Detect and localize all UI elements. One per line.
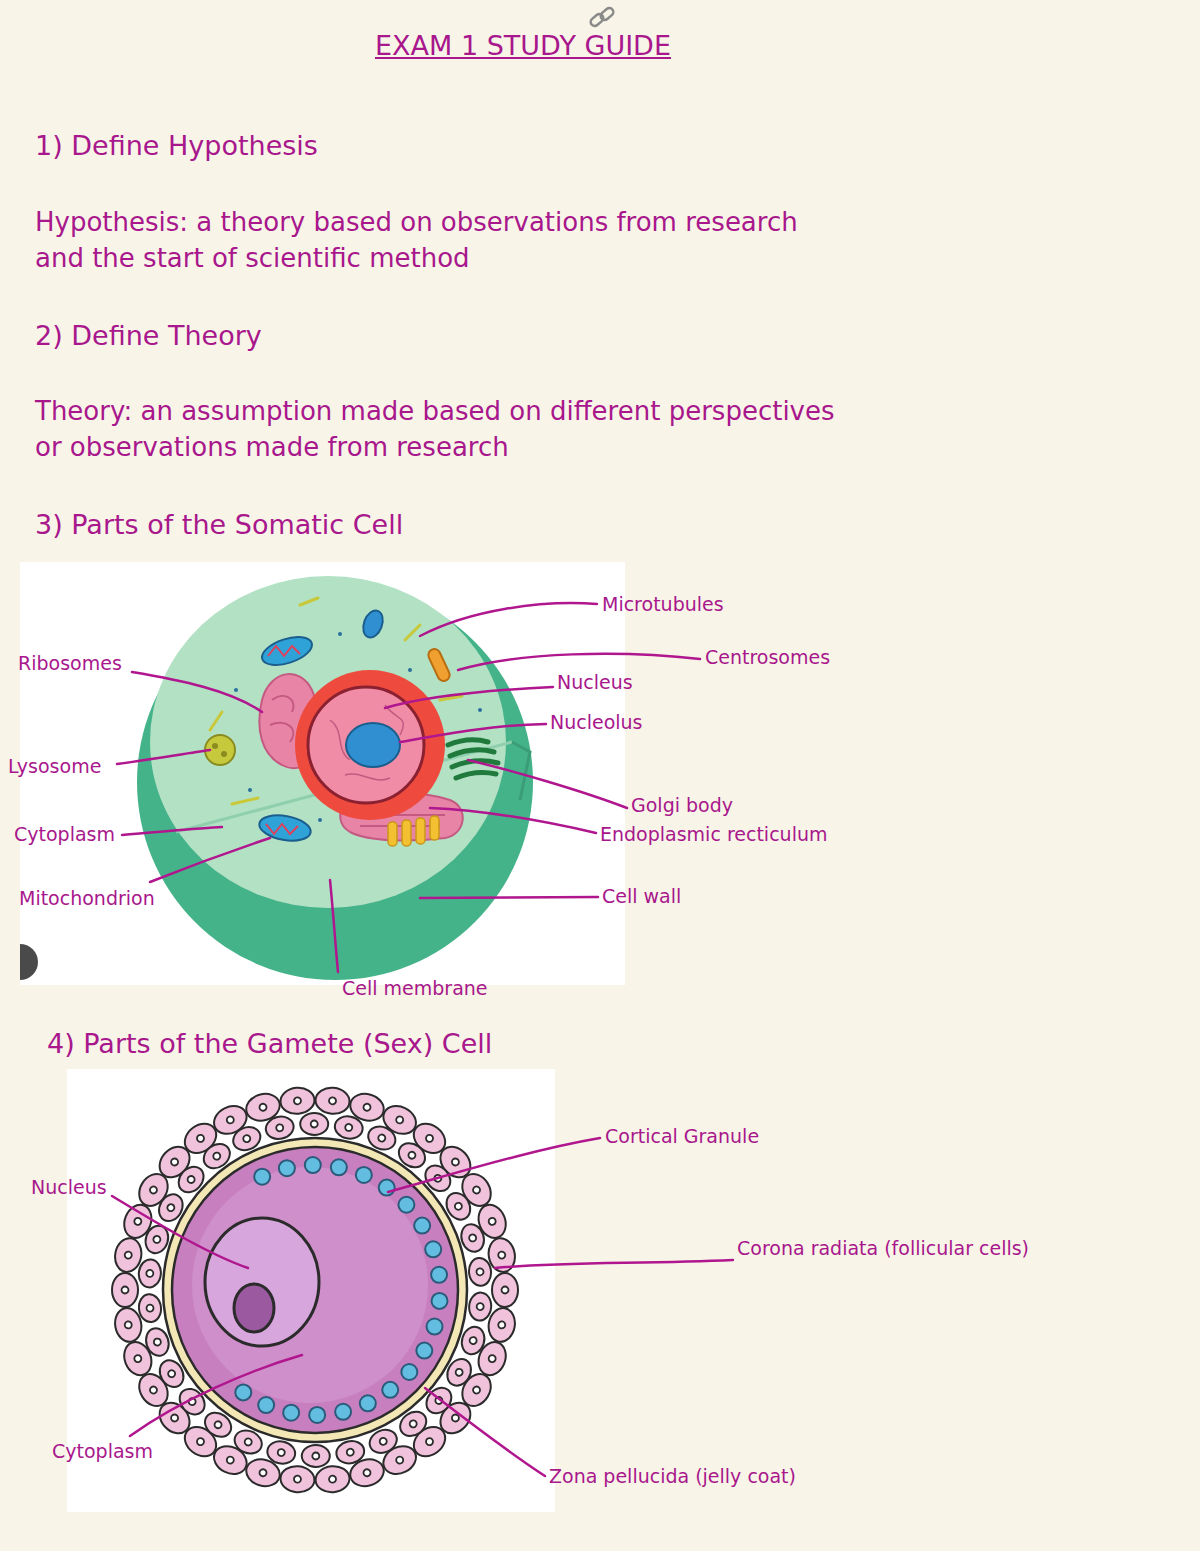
cortical-granule xyxy=(283,1405,299,1421)
link-icon xyxy=(589,6,615,27)
cortical-granule xyxy=(401,1364,417,1380)
cortical-granule xyxy=(382,1382,398,1398)
part-label: Nucleolus xyxy=(550,711,643,734)
cortical-granule xyxy=(379,1180,395,1196)
follicular-cell xyxy=(302,1445,330,1467)
corona-radiata-figure xyxy=(112,1086,518,1493)
follicular-cell xyxy=(137,1258,162,1288)
cortical-granule xyxy=(331,1159,347,1175)
follicular-cell xyxy=(279,1465,315,1494)
follicular-cell xyxy=(264,1114,296,1141)
cortical-granule xyxy=(235,1384,251,1400)
part-label: Mitochondrion xyxy=(19,887,155,910)
part-label: Corona radiata (follicular cells) xyxy=(737,1237,1029,1260)
cortical-granule xyxy=(258,1397,274,1413)
definition-text: Theory: an assumption made based on diff… xyxy=(35,394,835,466)
screenshot-button xyxy=(20,944,38,980)
section-heading: 2) Define Theory xyxy=(35,319,262,353)
part-label: Golgi body xyxy=(631,794,733,817)
cortical-granule xyxy=(416,1343,432,1359)
follicular-cell xyxy=(279,1086,315,1115)
follicular-cell xyxy=(314,1465,350,1494)
part-label: Lysosome xyxy=(8,755,101,778)
follicular-cell xyxy=(334,1438,366,1465)
cortical-granule xyxy=(431,1267,447,1283)
cortical-granule xyxy=(309,1407,325,1423)
follicular-cell xyxy=(333,1114,365,1141)
cortical-granule xyxy=(414,1218,430,1234)
part-label: Centrosomes xyxy=(705,646,830,669)
somatic-cell-figure xyxy=(137,576,533,980)
cortical-granule xyxy=(398,1197,414,1213)
part-label: Endoplasmic recticulum xyxy=(600,823,827,846)
follicular-cell xyxy=(468,1292,493,1322)
section-heading: 3) Parts of the Somatic Cell xyxy=(35,508,403,542)
part-label: Cytoplasm xyxy=(14,823,115,846)
part-label: Nucleus xyxy=(31,1176,107,1199)
cortical-granule xyxy=(360,1395,376,1411)
page-title: EXAM 1 STUDY GUIDE xyxy=(375,30,671,62)
definition-text: Hypothesis: a theory based on observatio… xyxy=(35,205,835,277)
section-heading: 4) Parts of the Gamete (Sex) Cell xyxy=(47,1027,492,1061)
part-label: Cytoplasm xyxy=(52,1440,153,1463)
part-label: Zona pellucida (jelly coat) xyxy=(549,1465,796,1488)
part-label: Microtubules xyxy=(602,593,724,616)
part-label: Cell wall xyxy=(602,885,681,908)
part-label: Cell membrane xyxy=(342,977,488,1000)
cortical-granule xyxy=(254,1169,270,1185)
image-ground xyxy=(20,562,625,985)
part-label: Ribosomes xyxy=(18,652,122,675)
follicular-cell xyxy=(265,1439,297,1466)
part-label: Cortical Granule xyxy=(605,1125,759,1148)
follicular-cell xyxy=(314,1086,350,1115)
section-heading: 1) Define Hypothesis xyxy=(35,129,318,163)
follicular-cell xyxy=(492,1273,518,1307)
cortical-granule xyxy=(427,1319,443,1335)
part-label: Nucleus xyxy=(557,671,633,694)
cortical-granule xyxy=(356,1167,372,1183)
follicular-cell xyxy=(468,1257,493,1287)
follicular-cell xyxy=(300,1113,328,1135)
cortical-granule xyxy=(425,1241,441,1257)
follicular-cell xyxy=(112,1273,138,1307)
cortical-granule xyxy=(305,1157,321,1173)
follicular-cell xyxy=(138,1293,163,1323)
cortical-granule xyxy=(279,1160,295,1176)
cortical-granule xyxy=(432,1293,448,1309)
cortical-granules-figure xyxy=(235,1157,447,1423)
cortical-granule xyxy=(335,1404,351,1420)
